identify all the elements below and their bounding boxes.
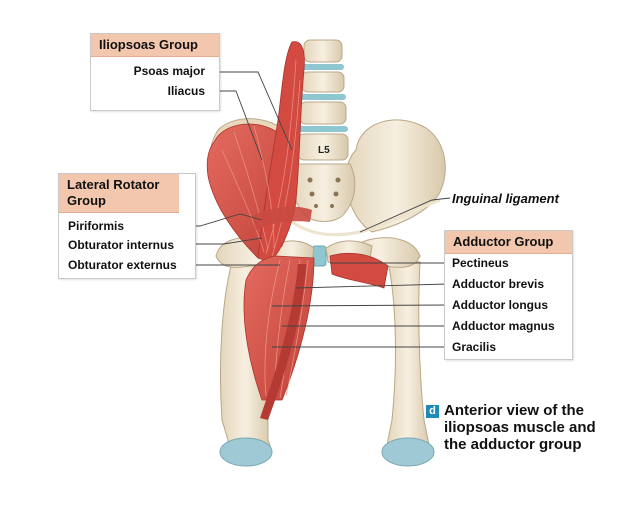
muscle-fibers (221, 59, 301, 257)
gracilis-label: Gracilis (452, 340, 497, 354)
gracilis-muscle (260, 264, 306, 420)
adductor-group-box: Adductor Group (444, 230, 573, 360)
piriformis-label: Piriformis (68, 219, 125, 233)
iliopsoas-group-box: Iliopsoas Group (90, 33, 220, 111)
caption-text: Anterior view of the iliopsoas muscle an… (444, 402, 596, 453)
sacral-foramina (307, 177, 341, 208)
caption-badge: d (426, 405, 439, 418)
psoas-major-label: Psoas major (133, 64, 205, 78)
iliacus-label: Iliacus (167, 84, 205, 98)
right-femur (386, 261, 430, 463)
lateral-rotator-group-box: Lateral Rotator Group (58, 173, 196, 279)
inguinal-ligament-label: Inguinal ligament (452, 191, 559, 206)
adductor-right (329, 252, 389, 289)
right-knee (381, 437, 435, 467)
pectineus-label: Pectineus (452, 256, 509, 270)
adductor-magnus-label: Adductor magnus (452, 319, 555, 333)
lumbar-spine (297, 39, 349, 161)
vertebra-label: L5 (318, 145, 330, 156)
lateral-rotator-group-title: Lateral Rotator Group (59, 174, 179, 213)
adductor-group-title: Adductor Group (445, 231, 572, 254)
left-knee (219, 437, 273, 467)
obturator-internus-label: Obturator internus (68, 238, 175, 252)
piriformis-muscle (252, 206, 312, 230)
adductor-longus-label: Adductor longus (452, 298, 548, 312)
obturator-externus-label: Obturator externus (68, 258, 177, 272)
iliopsoas-group-title: Iliopsoas Group (91, 34, 219, 57)
right-ilium (345, 119, 446, 233)
adductor-brevis-label: Adductor brevis (452, 277, 545, 291)
